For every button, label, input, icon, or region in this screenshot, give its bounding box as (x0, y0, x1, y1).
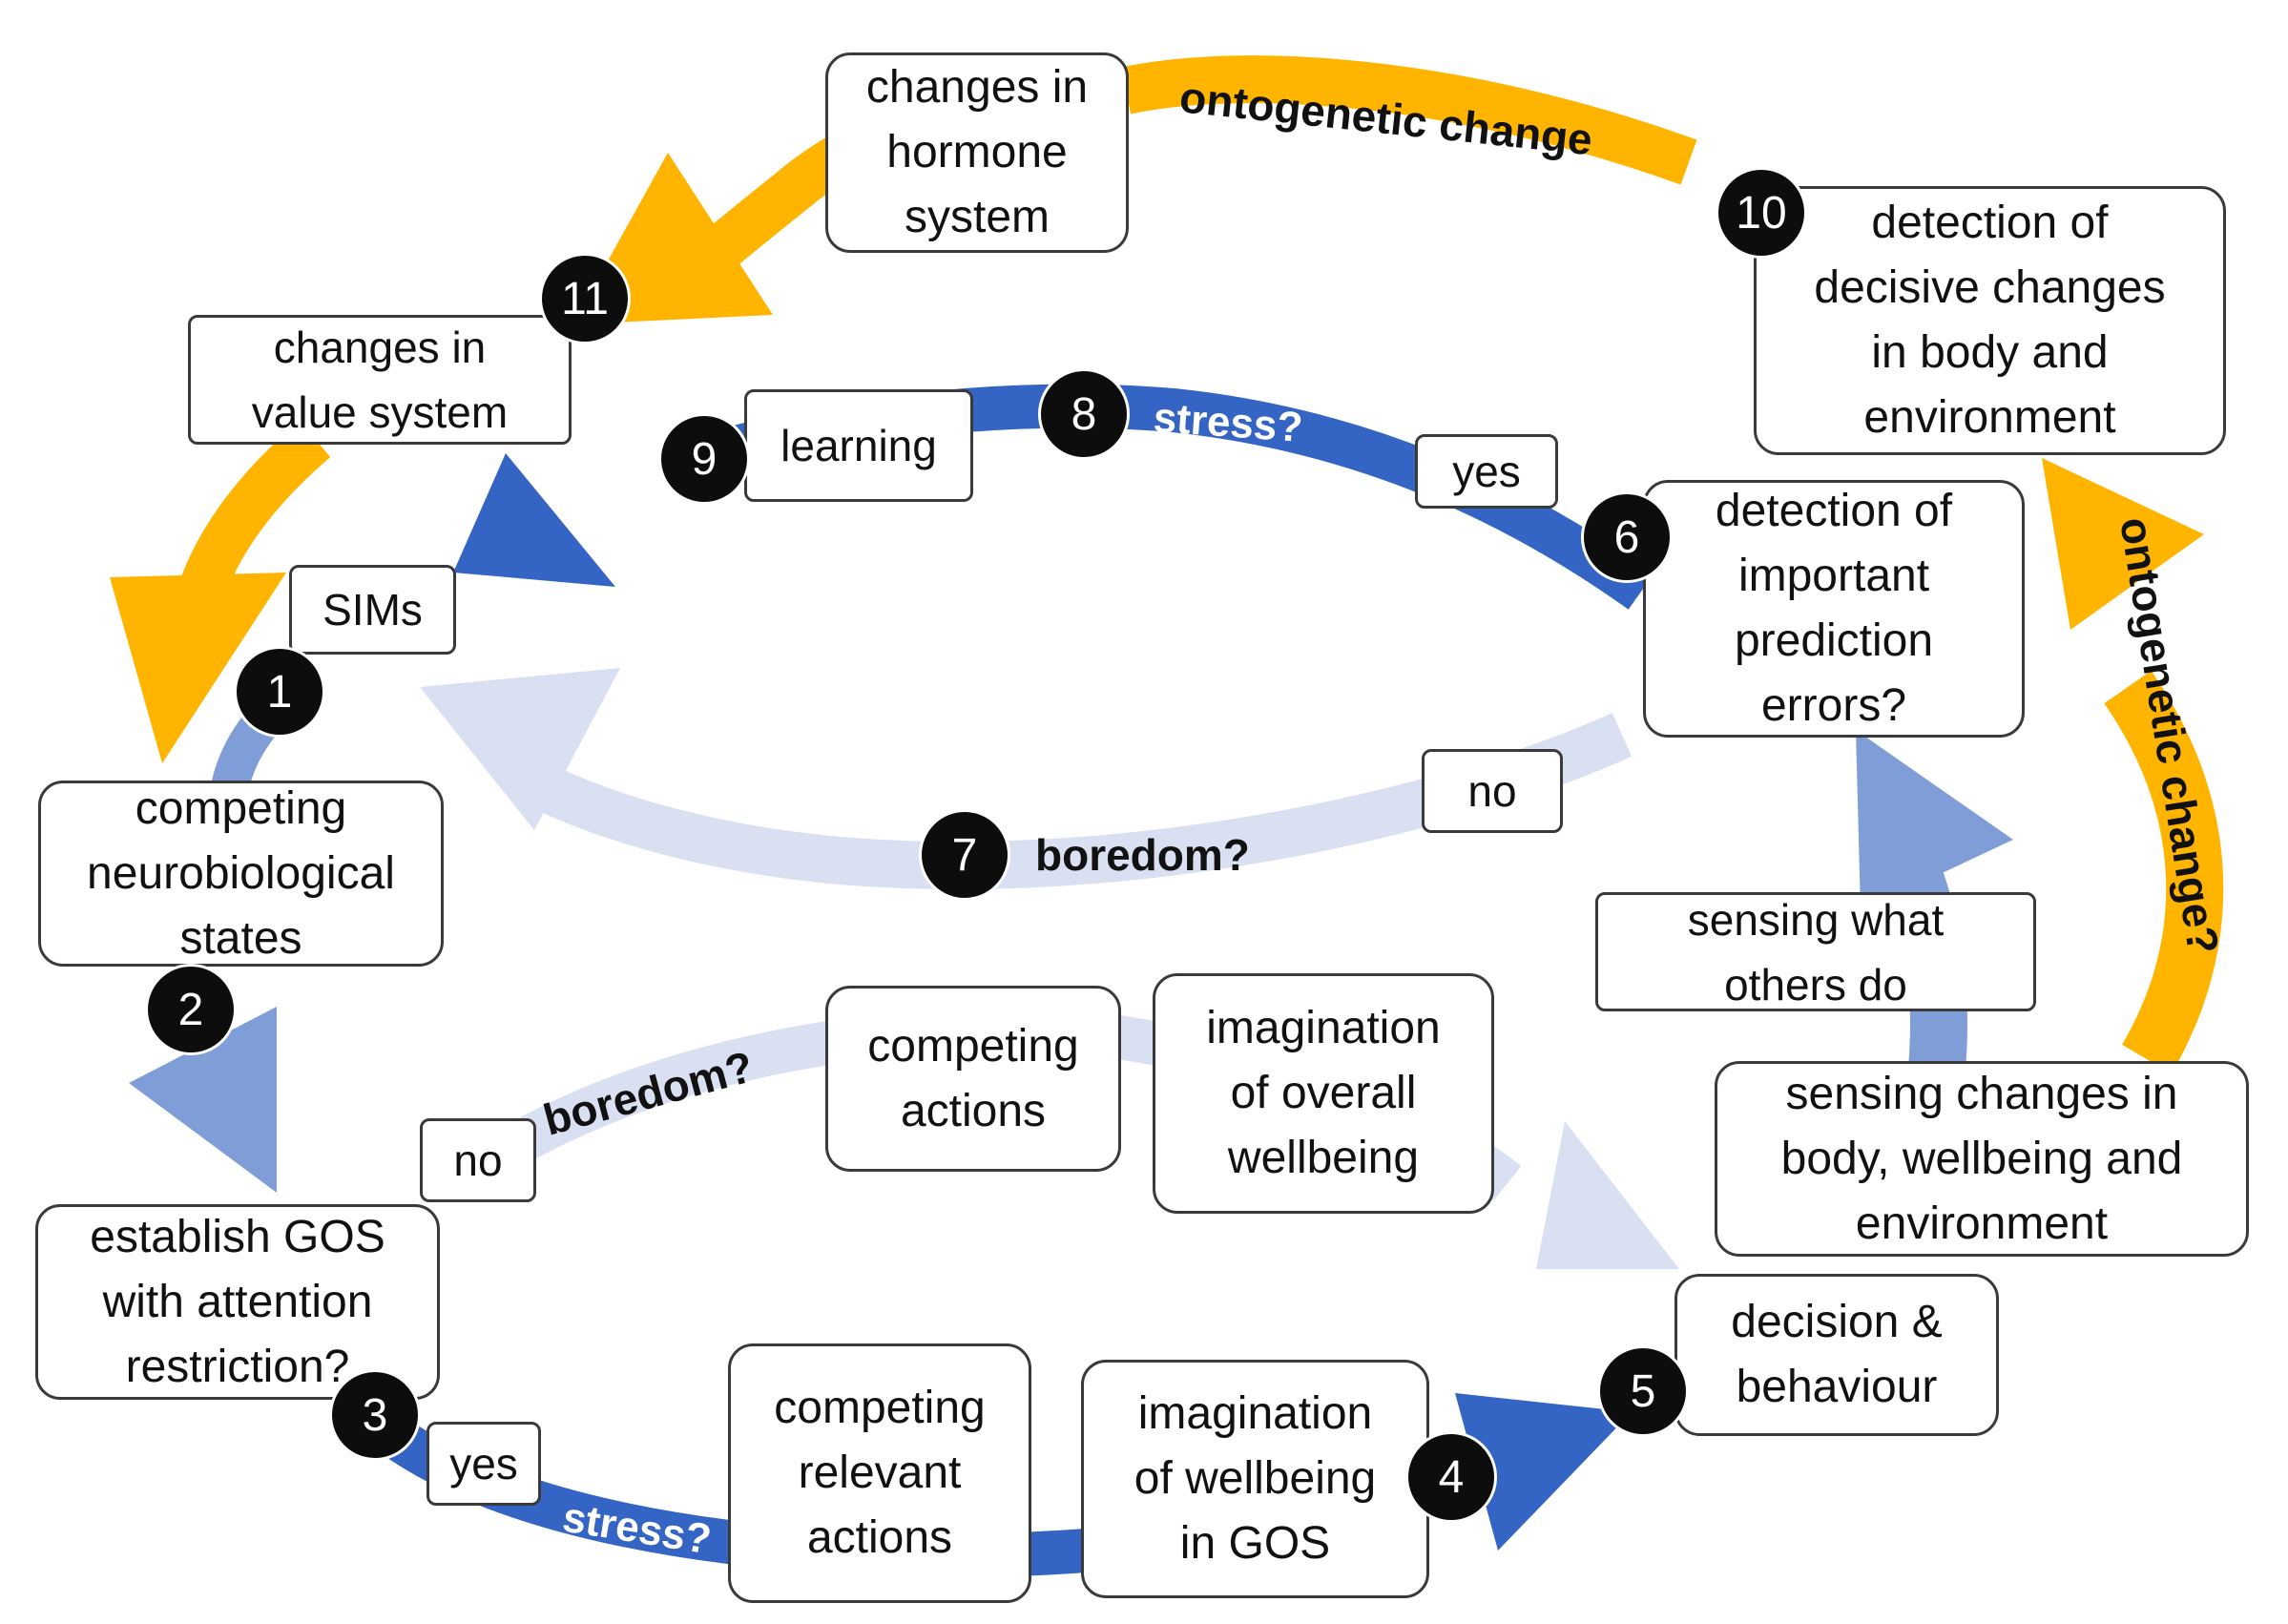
badge-9: 9 (658, 413, 750, 505)
badge-11: 11 (539, 253, 631, 344)
node-value-system: changes in value system (188, 315, 572, 445)
node-competing-actions: competing actions (825, 986, 1121, 1172)
badge-8: 8 (1038, 368, 1130, 460)
pale-arrowhead-boredom-left (1536, 1121, 1679, 1269)
node-competing-relevant: competing relevant actions (728, 1343, 1031, 1603)
node-sensing-changes: sensing changes in body, wellbeing and e… (1715, 1061, 2249, 1257)
label-boredom-left: boredom? (538, 1041, 759, 1144)
label-stress-bottom: stress? (559, 1493, 714, 1563)
node-hormone-system: changes in hormone system (825, 52, 1129, 253)
node-yes-bottom: yes (426, 1422, 541, 1506)
badge-6: 6 (1581, 491, 1673, 583)
node-sensing-others: sensing what others do (1595, 892, 2036, 1011)
node-detection-decisive: detection of decisive changes in body an… (1754, 186, 2226, 455)
badge-5: 5 (1597, 1345, 1689, 1437)
mid-arrowhead-2 (129, 1007, 277, 1193)
node-no-mid: no (1422, 749, 1563, 833)
orange-arrow-right (2104, 670, 2224, 1074)
badge-3: 3 (329, 1369, 421, 1461)
label-boredom-mid: boredom? (1035, 830, 1250, 880)
orange-arrowhead-left (110, 573, 286, 763)
node-yes-top: yes (1415, 434, 1558, 509)
dark-arrowhead-stress-bottom (1455, 1393, 1632, 1551)
badge-4: 4 (1405, 1431, 1497, 1523)
node-imagination-overall: imagination of overall wellbeing (1153, 973, 1494, 1214)
node-prediction-errors: detection of important prediction errors… (1643, 480, 2025, 738)
node-decision-behaviour: decision & behaviour (1674, 1274, 1999, 1436)
label-stress-top: stress? (1152, 394, 1304, 451)
badge-2: 2 (145, 964, 237, 1055)
node-imagination-gos: imagination of wellbeing in GOS (1081, 1360, 1429, 1598)
node-establish-gos: establish GOS with attention restriction… (35, 1204, 440, 1400)
node-competing-states: competing neurobiological states (38, 781, 444, 967)
orange-arrowhead-right (2042, 458, 2204, 630)
mid-arrowhead-sensing (1856, 730, 2013, 911)
badge-10: 10 (1716, 167, 1807, 259)
pale-arrowhead-boredom-mid (420, 668, 620, 830)
badge-7: 7 (919, 809, 1010, 901)
node-no-left: no (420, 1118, 536, 1202)
dark-arrowhead-stress-top (453, 453, 615, 587)
node-sims: SIMs (289, 565, 456, 655)
node-learning: learning (744, 389, 973, 502)
badge-1: 1 (234, 646, 325, 738)
